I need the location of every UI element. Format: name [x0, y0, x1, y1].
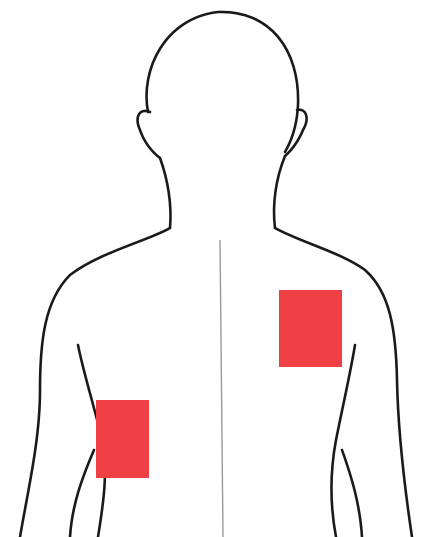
- left-ear-outline: [138, 111, 160, 158]
- marker-right-shoulder-blade: [279, 290, 342, 367]
- right-torso-outline: [332, 345, 356, 537]
- neck-right-outline: [274, 156, 285, 228]
- marker-left-lower-back: [96, 400, 149, 478]
- right-shoulder-outline: [275, 228, 412, 537]
- neck-left-outline: [160, 158, 171, 228]
- left-shoulder-outline: [20, 228, 170, 537]
- body-outline: [20, 12, 412, 537]
- head-outline: [147, 12, 299, 152]
- left-inner-arm-outline: [70, 450, 94, 537]
- spine-line: [220, 240, 223, 537]
- right-inner-arm-outline: [342, 450, 362, 537]
